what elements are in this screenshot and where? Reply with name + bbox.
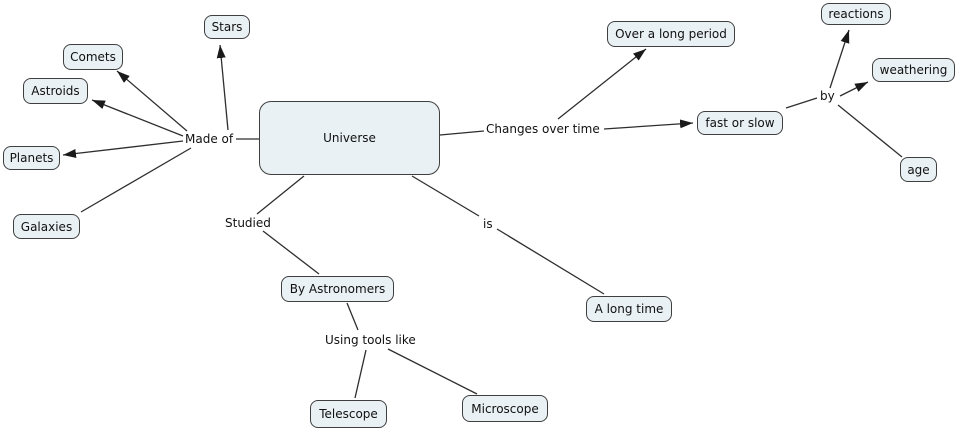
linking-phrase-studied[interactable]: Studied <box>225 216 271 230</box>
concept-node-a-long-time[interactable]: A long time <box>586 296 672 322</box>
concept-node-label: Comets <box>70 50 116 64</box>
concept-node-label: Astroids <box>31 84 80 98</box>
concept-node-label: Telescope <box>319 407 378 421</box>
edge-changes-to-fast-or-slow <box>603 119 694 130</box>
concept-node-galaxies[interactable]: Galaxies <box>13 214 80 239</box>
edge-is-to-a-long-time <box>496 228 605 295</box>
linking-phrase-made-of[interactable]: Made of <box>185 132 234 146</box>
edge-studied-to-by-astronomers <box>262 230 320 275</box>
edge-using-tools-like-to-microscope <box>387 348 478 395</box>
concept-node-label: Over a long period <box>615 27 727 41</box>
concept-node-comets[interactable]: Comets <box>63 44 123 70</box>
edge-by-to-weathering <box>839 81 869 97</box>
edge-by-to-reactions <box>829 29 850 89</box>
concept-node-label: reactions <box>828 7 884 21</box>
linking-phrase-changes-over-time[interactable]: Changes over time <box>486 122 600 136</box>
edge-universe-to-is <box>411 175 480 217</box>
concept-node-weathering[interactable]: weathering <box>872 58 955 82</box>
concept-node-label: By Astronomers <box>289 282 386 296</box>
concept-node-universe[interactable]: Universe <box>259 101 440 175</box>
concept-node-planets[interactable]: Planets <box>3 146 60 170</box>
linking-phrase-is[interactable]: is <box>483 217 493 231</box>
concept-node-label: A long time <box>594 302 664 316</box>
concept-node-by-astronomers[interactable]: By Astronomers <box>281 276 394 302</box>
edge-made-of-to-stars <box>216 44 229 131</box>
concept-node-label: fast or slow <box>705 116 775 130</box>
edge-fast-or-slow-to-by <box>785 97 818 109</box>
concept-node-stars[interactable]: Stars <box>204 15 250 39</box>
concept-node-over-a-long-period[interactable]: Over a long period <box>607 21 735 47</box>
linking-phrase-using-tools-like[interactable]: Using tools like <box>325 333 416 347</box>
concept-node-fast-or-slow[interactable]: fast or slow <box>697 111 783 135</box>
edge-using-tools-like-to-telescope <box>354 349 367 399</box>
concept-node-astroids[interactable]: Astroids <box>23 78 88 104</box>
concept-node-reactions[interactable]: reactions <box>821 3 891 25</box>
edge-by-astronomers-to-using-tools-like <box>346 302 359 331</box>
edge-made-of-to-galaxies <box>80 147 192 213</box>
edge-changes-to-over-a-long-period <box>557 48 647 120</box>
concept-node-telescope[interactable]: Telescope <box>310 400 387 428</box>
concept-node-label: age <box>907 162 930 177</box>
concept-node-label: Galaxies <box>20 219 73 234</box>
edge-by-to-age <box>837 104 903 158</box>
concept-node-label: Universe <box>323 131 376 145</box>
concept-node-label: Planets <box>9 151 54 165</box>
edge-made-of-to-astroids <box>91 99 184 137</box>
edge-made-of-to-planets <box>62 140 184 158</box>
concept-node-age[interactable]: age <box>900 157 937 182</box>
linking-phrase-by[interactable]: by <box>820 89 835 103</box>
concept-node-label: Stars <box>211 20 243 34</box>
concept-node-label: weathering <box>879 63 948 77</box>
edge-made-of-to-comets <box>116 70 188 132</box>
concept-node-label: Microscope <box>471 401 539 416</box>
edge-universe-to-changes-over-time <box>439 130 485 136</box>
edge-universe-to-studied <box>256 175 305 215</box>
concept-node-microscope[interactable]: Microscope <box>462 395 548 422</box>
